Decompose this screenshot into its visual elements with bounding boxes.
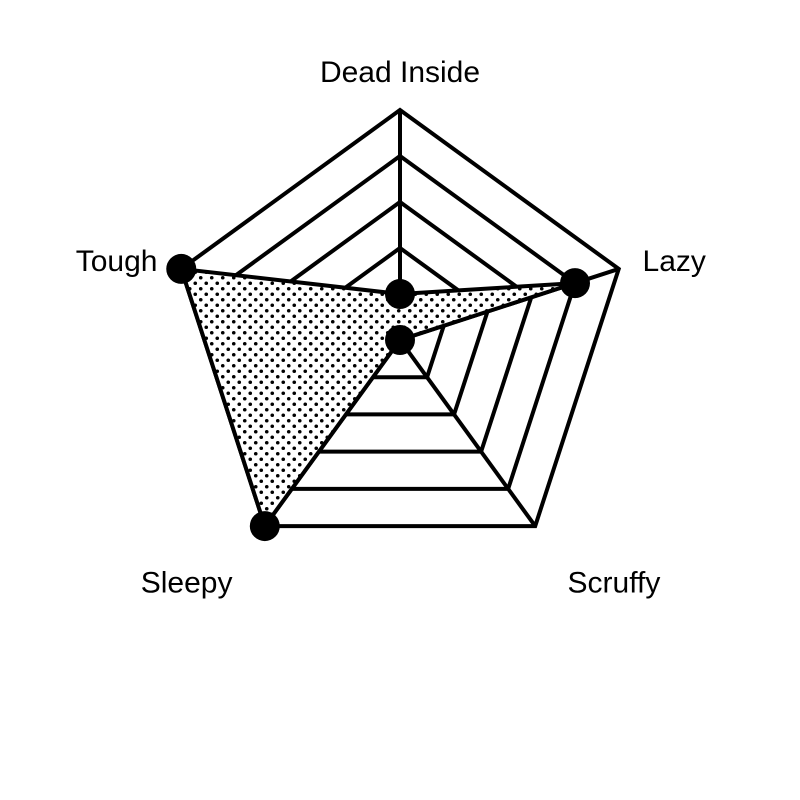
data-point-scruffy	[385, 325, 415, 355]
axis-label-scruffy: Scruffy	[568, 567, 661, 600]
axis-label-sleepy: Sleepy	[141, 567, 233, 600]
grid-ring-5	[178, 107, 622, 529]
data-area-layer	[178, 266, 576, 531]
axis-label-tough: Tough	[76, 245, 158, 278]
axis-label-dead-inside: Dead Inside	[320, 56, 480, 89]
data-point-lazy	[559, 268, 590, 299]
data-point-sleepy	[249, 511, 280, 542]
axis-spoke-2	[398, 338, 537, 528]
data-points-layer	[166, 253, 590, 542]
data-point-tough	[166, 253, 197, 284]
grid-ring-4	[222, 153, 578, 491]
axis-label-lazy: Lazy	[643, 245, 706, 278]
data-point-dead-inside	[385, 279, 415, 309]
data-area	[178, 266, 576, 531]
